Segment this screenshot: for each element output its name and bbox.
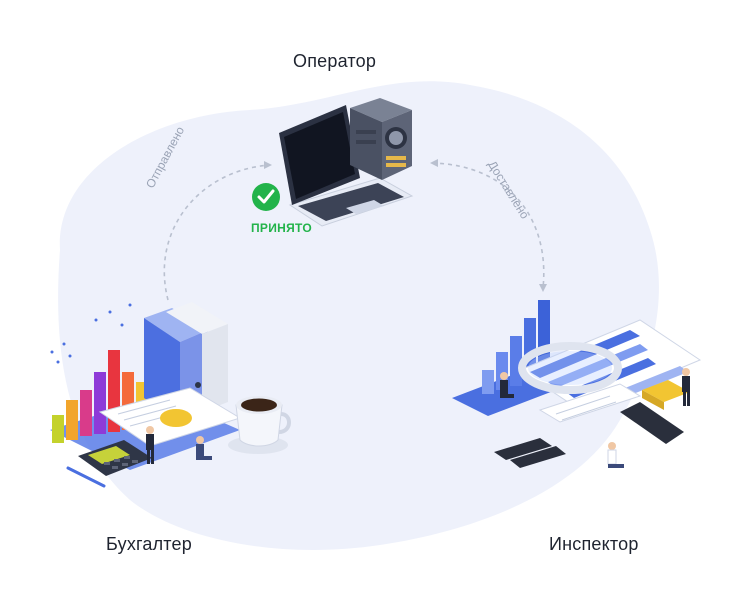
coffee-cup-icon <box>228 396 291 454</box>
person-icon <box>146 426 154 464</box>
magnifier-icon <box>518 342 684 444</box>
calculator-icon <box>78 440 152 476</box>
check-circle-icon <box>252 183 280 211</box>
arrow-delivered <box>430 159 547 292</box>
inspector-illustration <box>452 300 702 468</box>
arrow-sent <box>163 161 272 301</box>
laptop-icon <box>279 105 414 227</box>
status-accepted: ПРИНЯТО <box>251 221 313 235</box>
server-icon <box>350 98 412 180</box>
operator-label: Оператор <box>293 51 377 71</box>
accountant-illustration <box>50 302 291 488</box>
accountant-label: Бухгалтер <box>106 534 192 554</box>
inspector-label: Инспектор <box>549 534 639 554</box>
person-icon <box>682 368 690 406</box>
person-icon <box>607 442 624 468</box>
person-icon <box>500 372 514 398</box>
person-icon <box>196 436 212 460</box>
